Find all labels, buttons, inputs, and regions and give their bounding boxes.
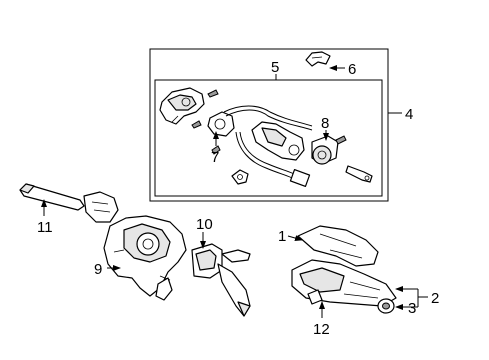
key: [345, 165, 373, 183]
callout-2: 2: [431, 290, 439, 307]
callout-8: 8: [321, 115, 329, 132]
callout-11: 11: [37, 219, 53, 236]
callout-5: 5: [271, 59, 279, 76]
stalk-switch-part-11: [19, 183, 119, 223]
screw-small-left: [191, 120, 202, 129]
wire-harness: [223, 105, 313, 187]
callout-1: 1: [278, 228, 286, 245]
assembly-outer-frame: [149, 48, 389, 202]
assembly-inner-frame: [154, 79, 383, 197]
clip-bottom: [231, 169, 249, 185]
combination-switch-part-9: [103, 215, 187, 301]
callout-3: 3: [408, 300, 416, 317]
screw-right: [335, 135, 347, 145]
lock-body-center: [251, 121, 305, 161]
upper-column-cover-part-1: [297, 225, 379, 267]
lower-column-cover-part-12: [291, 259, 397, 307]
clip-part-6: [305, 51, 331, 67]
key-cylinder-part-8: [311, 135, 339, 165]
screw-small-top: [207, 89, 219, 98]
callout-9: 9: [94, 261, 102, 278]
wiper-switch-part-10: [191, 243, 251, 317]
callout-6: 6: [348, 61, 356, 78]
ignition-housing-part: [159, 87, 205, 125]
callout-4: 4: [405, 106, 413, 123]
callout-12: 12: [313, 321, 330, 338]
screw-mid: [211, 145, 221, 155]
callout-7: 7: [211, 149, 219, 166]
callout-10: 10: [196, 216, 213, 233]
leader-lines: [41, 65, 428, 318]
switch-part-7: [207, 111, 235, 137]
grommet-part-3: [377, 298, 395, 314]
